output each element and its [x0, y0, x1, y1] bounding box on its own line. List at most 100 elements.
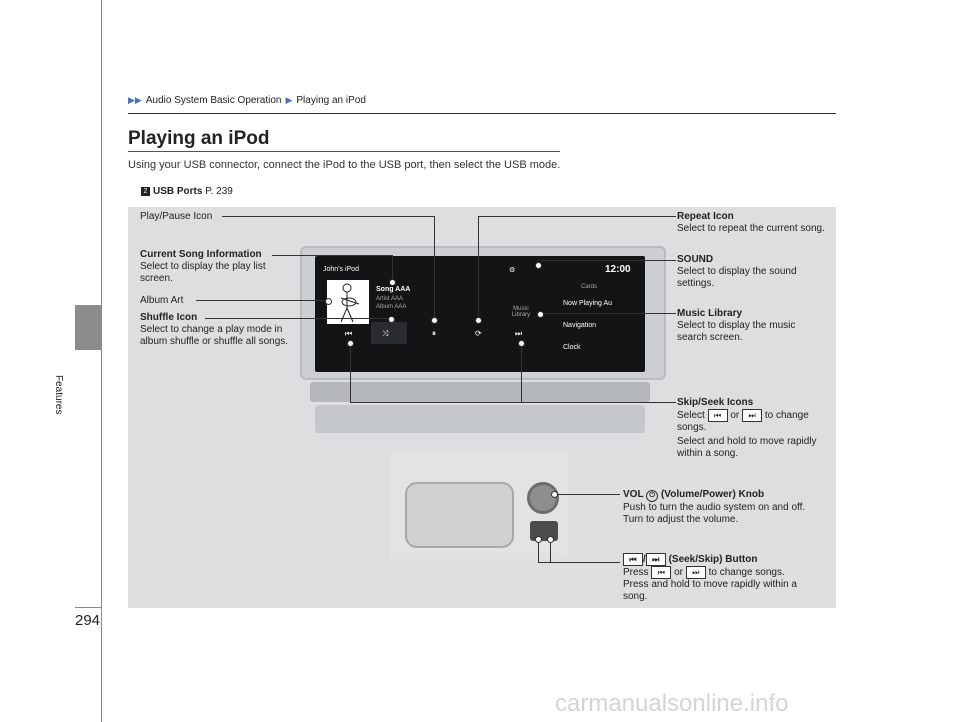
breadcrumb-arrow-icon: ▶ — [285, 95, 293, 105]
callout-dot — [537, 311, 544, 318]
screen-clock: 12:00 — [605, 264, 631, 275]
callout-dot — [551, 491, 558, 498]
screen-cards: Cards — [581, 284, 598, 290]
section-tab — [75, 305, 102, 350]
callout-seek-button-desc: Press ⏮ or ⏭ to change songs. — [623, 566, 813, 580]
skip-back-icon: ⏮ — [623, 553, 643, 566]
callout-shuffle-title: Shuffle Icon — [140, 312, 198, 323]
callout-shuffle: Shuffle Icon Select to change a play mod… — [140, 312, 295, 348]
text-fragment: to change songs. — [677, 410, 809, 434]
callout-repeat: Repeat Icon Select to repeat the current… — [677, 211, 827, 235]
sound-icon[interactable]: ⚙ — [509, 267, 516, 274]
screen-album: Album AAA — [376, 304, 407, 310]
callout-dot — [518, 340, 525, 347]
audio-screen: John's iPod Song AAA Artist AAA Album AA… — [315, 256, 645, 372]
breadcrumb-item[interactable]: Playing an iPod — [296, 95, 366, 106]
album-art-image — [327, 280, 369, 324]
callout-sound: SOUND Select to display the sound settin… — [677, 254, 827, 290]
shuffle-button[interactable] — [371, 322, 407, 344]
screen-song[interactable]: Song AAA — [376, 286, 411, 293]
screen-music-library[interactable]: Music Library — [511, 306, 531, 318]
page-title: Playing an iPod — [128, 128, 270, 149]
callout-dot — [389, 279, 396, 286]
guitarist-icon — [340, 283, 360, 323]
callout-dot — [388, 316, 395, 323]
callout-skip-seek-desc: Select ⏮ or ⏭ to change songs. — [677, 409, 832, 434]
skip-back-icon[interactable]: ⏮ — [345, 329, 353, 338]
watermark: carmanualsonline.info — [555, 690, 789, 717]
leader-line — [538, 562, 620, 563]
console-pad — [405, 482, 514, 548]
text-fragment: (Seek/Skip) Button — [668, 554, 758, 566]
air-vent — [310, 382, 650, 402]
breadcrumb-arrow-icon: ▶▶ — [128, 95, 142, 105]
leader-line — [538, 538, 539, 562]
leader-line — [392, 255, 393, 281]
leader-line — [540, 313, 676, 314]
text-fragment: VOL — [623, 489, 644, 500]
callout-dot — [347, 340, 354, 347]
skip-forward-icon: ⏭ — [742, 409, 763, 422]
leader-line — [350, 342, 351, 402]
callout-volume-title: VOL ⏻ (Volume/Power) Knob — [623, 489, 813, 502]
text-fragment: Press — [623, 567, 649, 579]
callout-shuffle-desc: Select to change a play mode in album sh… — [140, 324, 289, 347]
screen-navigation[interactable]: Navigation — [563, 322, 597, 329]
text-fragment: (Volume/Power) Knob — [660, 489, 765, 500]
title-rule — [128, 151, 560, 152]
callout-current-song-desc: Select to display the play list screen. — [140, 261, 266, 284]
section-label: Features — [53, 375, 64, 415]
skip-forward-icon[interactable]: ⏭ — [515, 329, 523, 338]
callout-sound-desc: Select to display the sound settings. — [677, 266, 797, 289]
leader-line — [521, 342, 522, 402]
skip-forward-icon: ⏭ — [685, 566, 706, 580]
callout-seek-button-desc2: Press and hold to move rapidly within a … — [623, 579, 797, 603]
leader-line — [350, 402, 676, 403]
pause-icon[interactable]: ⏸ — [432, 329, 436, 338]
repeat-icon[interactable]: ⟳ — [475, 329, 482, 338]
leader-line — [205, 318, 391, 319]
screen-artist: Artist AAA — [376, 296, 404, 302]
intro-text: Using your USB connector, connect the iP… — [128, 159, 561, 171]
skip-back-icon: ⏮ — [651, 566, 672, 580]
shuffle-icon[interactable]: ⤨ — [382, 329, 389, 338]
callout-dot — [535, 262, 542, 269]
callout-repeat-title: Repeat Icon — [677, 211, 734, 222]
callout-sound-title: SOUND — [677, 254, 714, 265]
callout-repeat-desc: Select to repeat the current song. — [677, 223, 825, 234]
callout-dot — [431, 317, 438, 324]
callout-current-song: Current Song Information Select to displ… — [140, 249, 290, 285]
callout-dot — [325, 298, 332, 305]
text-fragment: Select — [677, 410, 705, 422]
text-fragment: or — [674, 567, 684, 579]
leader-line — [550, 538, 551, 562]
screen-clock-item[interactable]: Clock — [563, 344, 581, 351]
callout-volume-knob: VOL ⏻ (Volume/Power) Knob Push to turn t… — [623, 489, 813, 526]
skip-back-icon: ⏮ — [707, 409, 728, 422]
leader-line — [222, 216, 434, 217]
callout-skip-seek: Skip/Seek Icons Select ⏮ or ⏭ to change … — [677, 397, 832, 460]
callout-seek-button: ⏮/⏭ (Seek/Skip) Button Press ⏮ or ⏭ to c… — [623, 553, 813, 603]
text-fragment: to change songs. — [708, 567, 785, 579]
callout-volume-desc: Push to turn the audio system on and off… — [623, 502, 806, 525]
callout-seek-button-title: ⏮/⏭ (Seek/Skip) Button — [623, 553, 813, 566]
leader-line — [556, 494, 620, 495]
side-divider — [101, 0, 102, 722]
callout-dot — [475, 317, 482, 324]
page-number-rule — [75, 607, 102, 608]
power-icon: ⏻ — [646, 490, 659, 502]
volume-knob[interactable] — [527, 482, 559, 514]
breadcrumb-item[interactable]: Audio System Basic Operation — [145, 95, 282, 106]
climate-button-row — [315, 405, 645, 433]
text-fragment: or — [730, 410, 740, 422]
xref-label: USB Ports — [153, 186, 203, 197]
breadcrumb: ▶▶ Audio System Basic Operation ▶ Playin… — [128, 95, 366, 106]
skip-forward-icon: ⏭ — [645, 553, 666, 566]
header-rule — [128, 113, 836, 114]
callout-skip-seek-title: Skip/Seek Icons — [677, 397, 754, 408]
screen-now-playing[interactable]: Now Playing Au — [563, 300, 613, 307]
leader-line — [434, 216, 435, 320]
callout-music-library: Music Library Select to display the musi… — [677, 308, 827, 344]
leader-line — [272, 255, 392, 256]
